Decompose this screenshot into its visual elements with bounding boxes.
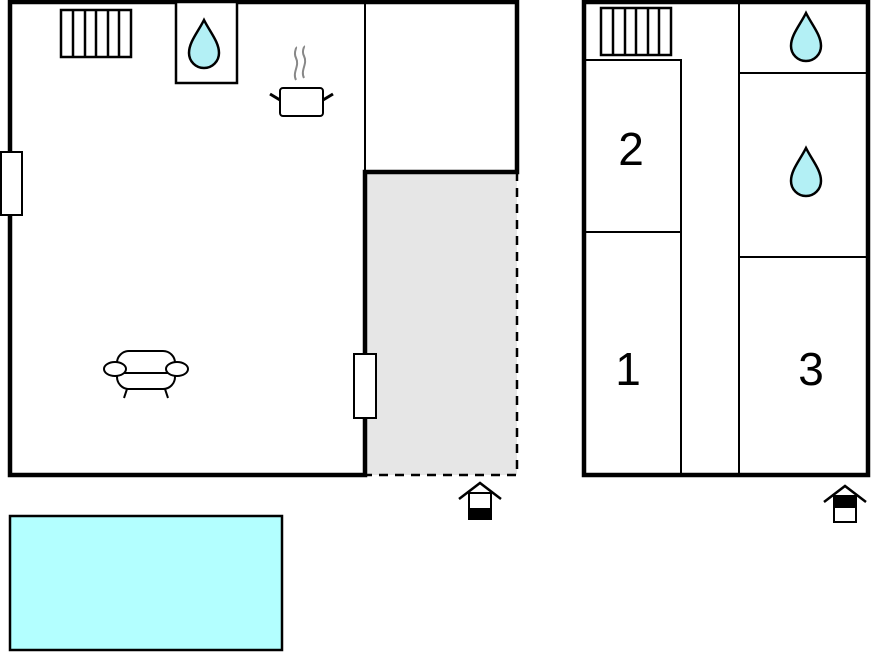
window-icon	[353, 353, 377, 419]
armchair-icon	[103, 350, 189, 399]
upper-floor-walls	[581, 0, 871, 478]
upper-floor: 2 1 3	[581, 0, 871, 524]
cooking-pot-icon	[269, 45, 334, 117]
entrance-icon	[822, 484, 868, 524]
room-label-3: 3	[798, 343, 824, 395]
room-label-2: 2	[618, 123, 644, 175]
entrance-icon	[457, 481, 503, 521]
room-1	[583, 231, 682, 476]
radiator-icon	[59, 8, 133, 59]
radiator-icon	[599, 6, 673, 57]
pool-icon	[8, 514, 284, 652]
ground-floor	[0, 0, 520, 521]
terrace-dashed-edge	[365, 172, 519, 477]
terrace	[365, 172, 517, 475]
window-icon	[0, 151, 23, 216]
room-label-1: 1	[615, 343, 641, 395]
